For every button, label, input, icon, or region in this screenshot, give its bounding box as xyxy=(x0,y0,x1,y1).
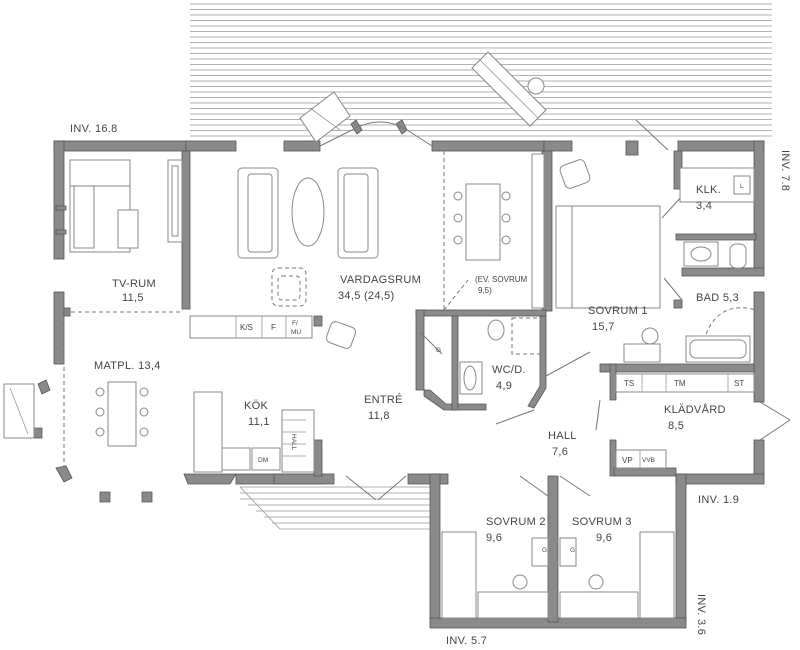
label-tm: TM xyxy=(674,379,686,388)
level-inv-36: INV. 3.6 xyxy=(695,594,707,635)
level-inv-19: INV. 1.9 xyxy=(698,494,739,506)
interior-walls xyxy=(63,150,765,477)
tv-room-furniture xyxy=(55,159,183,253)
area-kladvard: 8,5 xyxy=(668,420,684,432)
label-sovrum-1: SOVRUM 1 xyxy=(588,305,648,317)
label-fmu-bottom: MU xyxy=(291,329,301,336)
label-l: L xyxy=(740,183,744,190)
label-g-sovrum-2: G xyxy=(542,547,547,554)
area-vardagsrum: 34,5 (24,5) xyxy=(338,290,395,302)
area-entre: 11,8 xyxy=(368,410,390,422)
dining-table-matpl xyxy=(3,311,182,466)
doors xyxy=(319,119,791,501)
label-fmu-top: F/ xyxy=(292,320,298,327)
level-inv-168: INV. 16.8 xyxy=(70,123,118,135)
label-kladvard: KLÄDVÅRD xyxy=(664,403,726,416)
label-vardagsrum: VARDAGSRUM xyxy=(340,274,421,286)
area-sovrum-3: 9,6 xyxy=(596,532,612,544)
bedroom-2-3-furniture xyxy=(441,531,675,619)
fixture-labels: K/S F F/ MU TS TM ST VP VVB DM HALL G G … xyxy=(240,183,744,554)
label-ev-sovrum: (EV. SOVRUM xyxy=(475,275,527,284)
label-klk: KLK. xyxy=(696,184,721,196)
area-sovrum-2: 9,6 xyxy=(486,532,502,544)
label-f: F xyxy=(271,323,276,332)
label-sovrum-2: SOVRUM 2 xyxy=(486,516,546,528)
area-wc-d: 4,9 xyxy=(496,380,512,392)
label-hall: HALL xyxy=(548,430,577,442)
label-tv-rum: TV-RUM xyxy=(112,278,156,290)
exterior-walls xyxy=(33,140,765,629)
area-klk: 3,4 xyxy=(696,200,712,212)
label-g-entre: G xyxy=(436,347,441,354)
wc-fixtures xyxy=(459,317,541,395)
label-dm: DM xyxy=(258,457,268,464)
label-entre: ENTRÉ xyxy=(364,393,403,406)
area-sovrum-1: 15,7 xyxy=(592,321,615,333)
living-room-furniture xyxy=(237,167,379,307)
label-bad: BAD 5,3 xyxy=(696,292,739,304)
label-matpl: MATPL. 13,4 xyxy=(94,360,161,372)
area-hall: 7,6 xyxy=(552,446,568,458)
dining-table-living xyxy=(443,151,545,310)
level-inv-78: INV. 7.8 xyxy=(779,150,791,191)
label-vp: VP xyxy=(622,456,633,465)
label-hall-mark: HALL xyxy=(290,434,297,451)
label-ks: K/S xyxy=(240,323,253,332)
label-vvb: VVB xyxy=(642,457,655,464)
area-tv-rum: 11,5 xyxy=(122,292,144,304)
area-kok: 11,1 xyxy=(248,416,270,428)
area-ev-sovrum: 9,5) xyxy=(478,286,492,295)
bedroom-1-furniture xyxy=(555,159,661,363)
entrance-steps xyxy=(239,486,430,530)
terrace-furniture xyxy=(299,51,547,143)
label-wc-d: WC/D. xyxy=(492,364,526,376)
level-labels: INV. 16.8 INV. 7.8 INV. 1.9 INV. 3.6 INV… xyxy=(70,123,791,647)
label-kok: KÖK xyxy=(244,400,268,412)
label-g-sovrum-3: G xyxy=(570,547,575,554)
bathroom-fixtures xyxy=(679,167,757,363)
label-st: ST xyxy=(734,379,744,388)
label-sovrum-3: SOVRUM 3 xyxy=(572,516,632,528)
level-inv-57: INV. 5.7 xyxy=(446,635,487,647)
room-labels: TV-RUM 11,5 VARDAGSRUM 34,5 (24,5) (EV. … xyxy=(94,184,739,544)
laundry-fixtures xyxy=(615,373,755,469)
kitchen-fixtures xyxy=(189,315,357,473)
label-ts: TS xyxy=(624,379,634,388)
